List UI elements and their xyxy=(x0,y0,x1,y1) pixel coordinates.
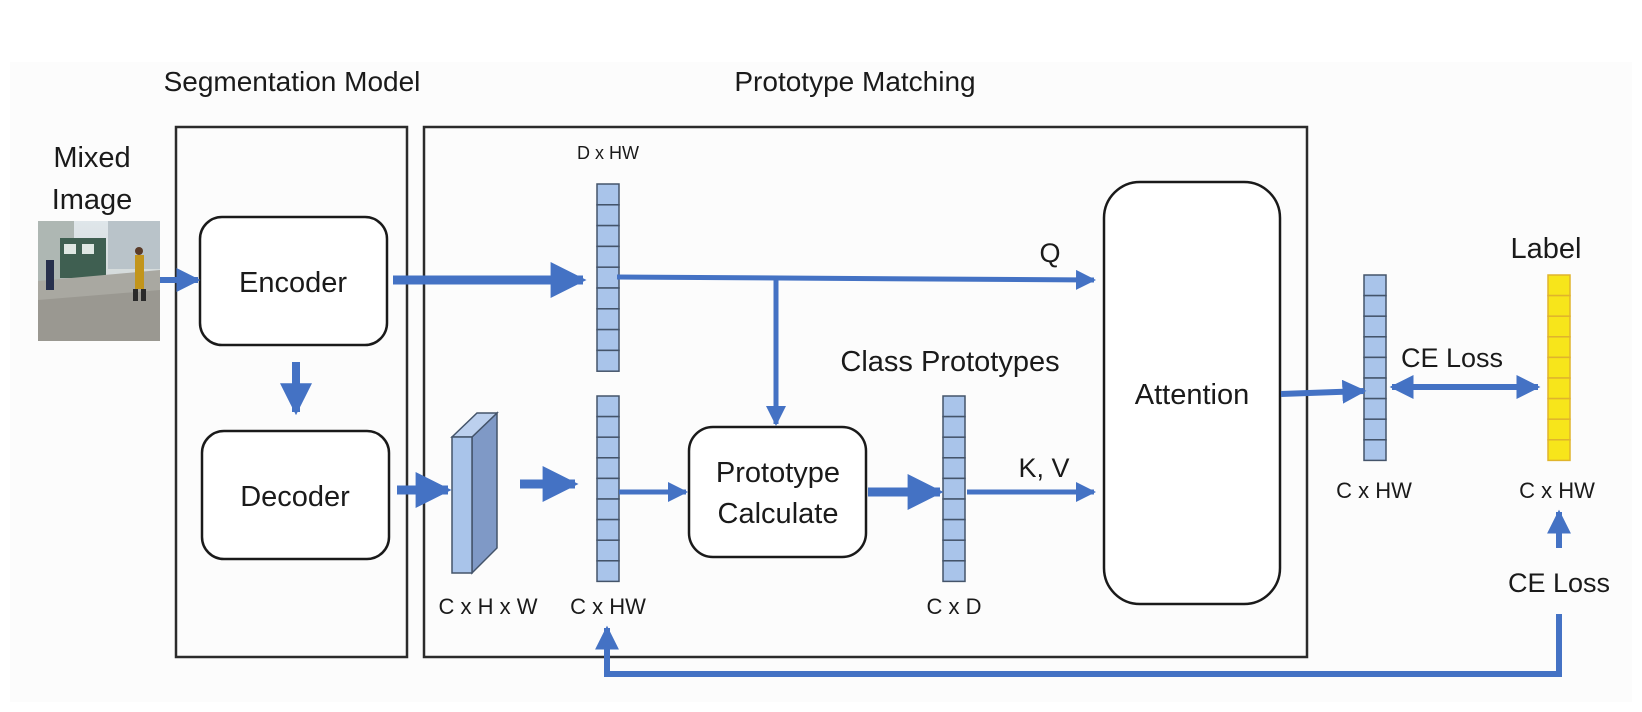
arrow-attention-to-output xyxy=(1280,379,1367,404)
bottom-vector-cell xyxy=(596,518,620,541)
top-feature-vector xyxy=(596,183,620,372)
segmentation-model-frame xyxy=(174,125,409,659)
top-vector-cell xyxy=(596,183,620,206)
output-vector-cell xyxy=(1363,274,1387,297)
prototype-matching-title: Prototype Matching xyxy=(734,66,975,97)
top-vector-cell xyxy=(596,308,620,331)
bottom-vector-cell xyxy=(596,498,620,521)
label-vector-cell xyxy=(1547,294,1571,317)
output-vector-cell xyxy=(1363,439,1387,462)
output-dim-label: C x HW xyxy=(1336,478,1412,503)
bottom-vector-cell xyxy=(596,436,620,459)
decoder-block xyxy=(200,429,391,561)
encoder-label: Encoder xyxy=(239,267,347,299)
label-vector-cell xyxy=(1547,418,1571,441)
ce-loss-label-bottom: CE Loss xyxy=(1508,568,1610,598)
prototype-vector-cell xyxy=(942,560,966,583)
output-vector xyxy=(1363,274,1387,462)
bottom-vector-cell xyxy=(596,477,620,500)
figure-background xyxy=(10,62,1632,702)
query-label: Q xyxy=(1039,238,1060,268)
top-vector-dim-label: D x HW xyxy=(577,143,639,163)
label-vector-cell xyxy=(1547,439,1571,462)
arrows xyxy=(160,262,1571,677)
prototype-vector-cell xyxy=(942,539,966,562)
prototypes-dim-label: C x D xyxy=(927,594,982,619)
top-vector-cell xyxy=(596,224,620,248)
feature-map-dim-label: C x H x W xyxy=(439,594,538,619)
prototype-vector-cell xyxy=(942,415,966,438)
key-value-label: K, V xyxy=(1018,453,1069,483)
bottom-vector-cell xyxy=(596,457,620,480)
mixed-image-label-line1: Mixed xyxy=(53,142,130,174)
label-vector-cell xyxy=(1547,377,1571,400)
prototype-calculate-label-line1: Prototype xyxy=(716,457,840,489)
class-prototypes-label: Class Prototypes xyxy=(840,346,1059,378)
prototype-vector-cell xyxy=(942,436,966,459)
label-vector-cell xyxy=(1547,356,1571,379)
label-dim-label: C x HW xyxy=(1519,478,1595,503)
label-vector-cell xyxy=(1547,274,1571,297)
bottom-vector-cell xyxy=(596,560,620,583)
label-vector-cell xyxy=(1547,315,1571,338)
bottom-feature-vector xyxy=(596,395,620,583)
prototype-vector-cell xyxy=(942,498,966,521)
top-vector-cell xyxy=(596,349,620,372)
prototype-vector-cell xyxy=(942,395,966,418)
output-vector-cell xyxy=(1363,336,1387,359)
segmentation-model-title: Segmentation Model xyxy=(164,66,421,97)
mixed-image-label-line2: Image xyxy=(52,184,133,216)
ce-loss-label-top: CE Loss xyxy=(1401,343,1503,373)
class-prototypes-vector xyxy=(942,395,966,583)
attention-label: Attention xyxy=(1135,379,1249,411)
prototype-vector-cell xyxy=(942,477,966,500)
label-vector-cell xyxy=(1547,397,1571,420)
output-vector-cell xyxy=(1363,315,1387,338)
feature-map-block xyxy=(450,411,499,575)
top-vector-cell xyxy=(596,287,620,310)
label-title: Label xyxy=(1511,233,1582,265)
arrow-vector-to-q xyxy=(616,269,1096,290)
bottom-vector-cell xyxy=(596,539,620,562)
output-vector-cell xyxy=(1363,294,1387,317)
mixed-image-thumbnail xyxy=(38,221,160,341)
top-vector-cell xyxy=(596,245,620,268)
decoder-label: Decoder xyxy=(240,481,350,513)
prototype-vector-cell xyxy=(942,457,966,480)
arrow-feedback-loop xyxy=(595,614,1562,677)
bottom-vector-cell xyxy=(596,395,620,418)
output-vector-cell xyxy=(1363,356,1387,379)
top-vector-cell xyxy=(596,328,620,352)
prototype-vector-cell xyxy=(942,518,966,541)
top-vector-cell xyxy=(596,266,620,289)
bottom-vector-dim-label: C x HW xyxy=(570,594,646,619)
output-vector-cell xyxy=(1363,418,1387,441)
prototype-calculate-label-line2: Calculate xyxy=(718,498,839,530)
output-vector-cell xyxy=(1363,377,1387,400)
top-vector-cell xyxy=(596,204,620,227)
label-vector xyxy=(1547,274,1571,462)
attention-block xyxy=(1102,180,1282,606)
label-vector-cell xyxy=(1547,336,1571,359)
bottom-vector-cell xyxy=(596,415,620,438)
prototype-calculate-block xyxy=(687,425,868,559)
output-vector-cell xyxy=(1363,397,1387,420)
